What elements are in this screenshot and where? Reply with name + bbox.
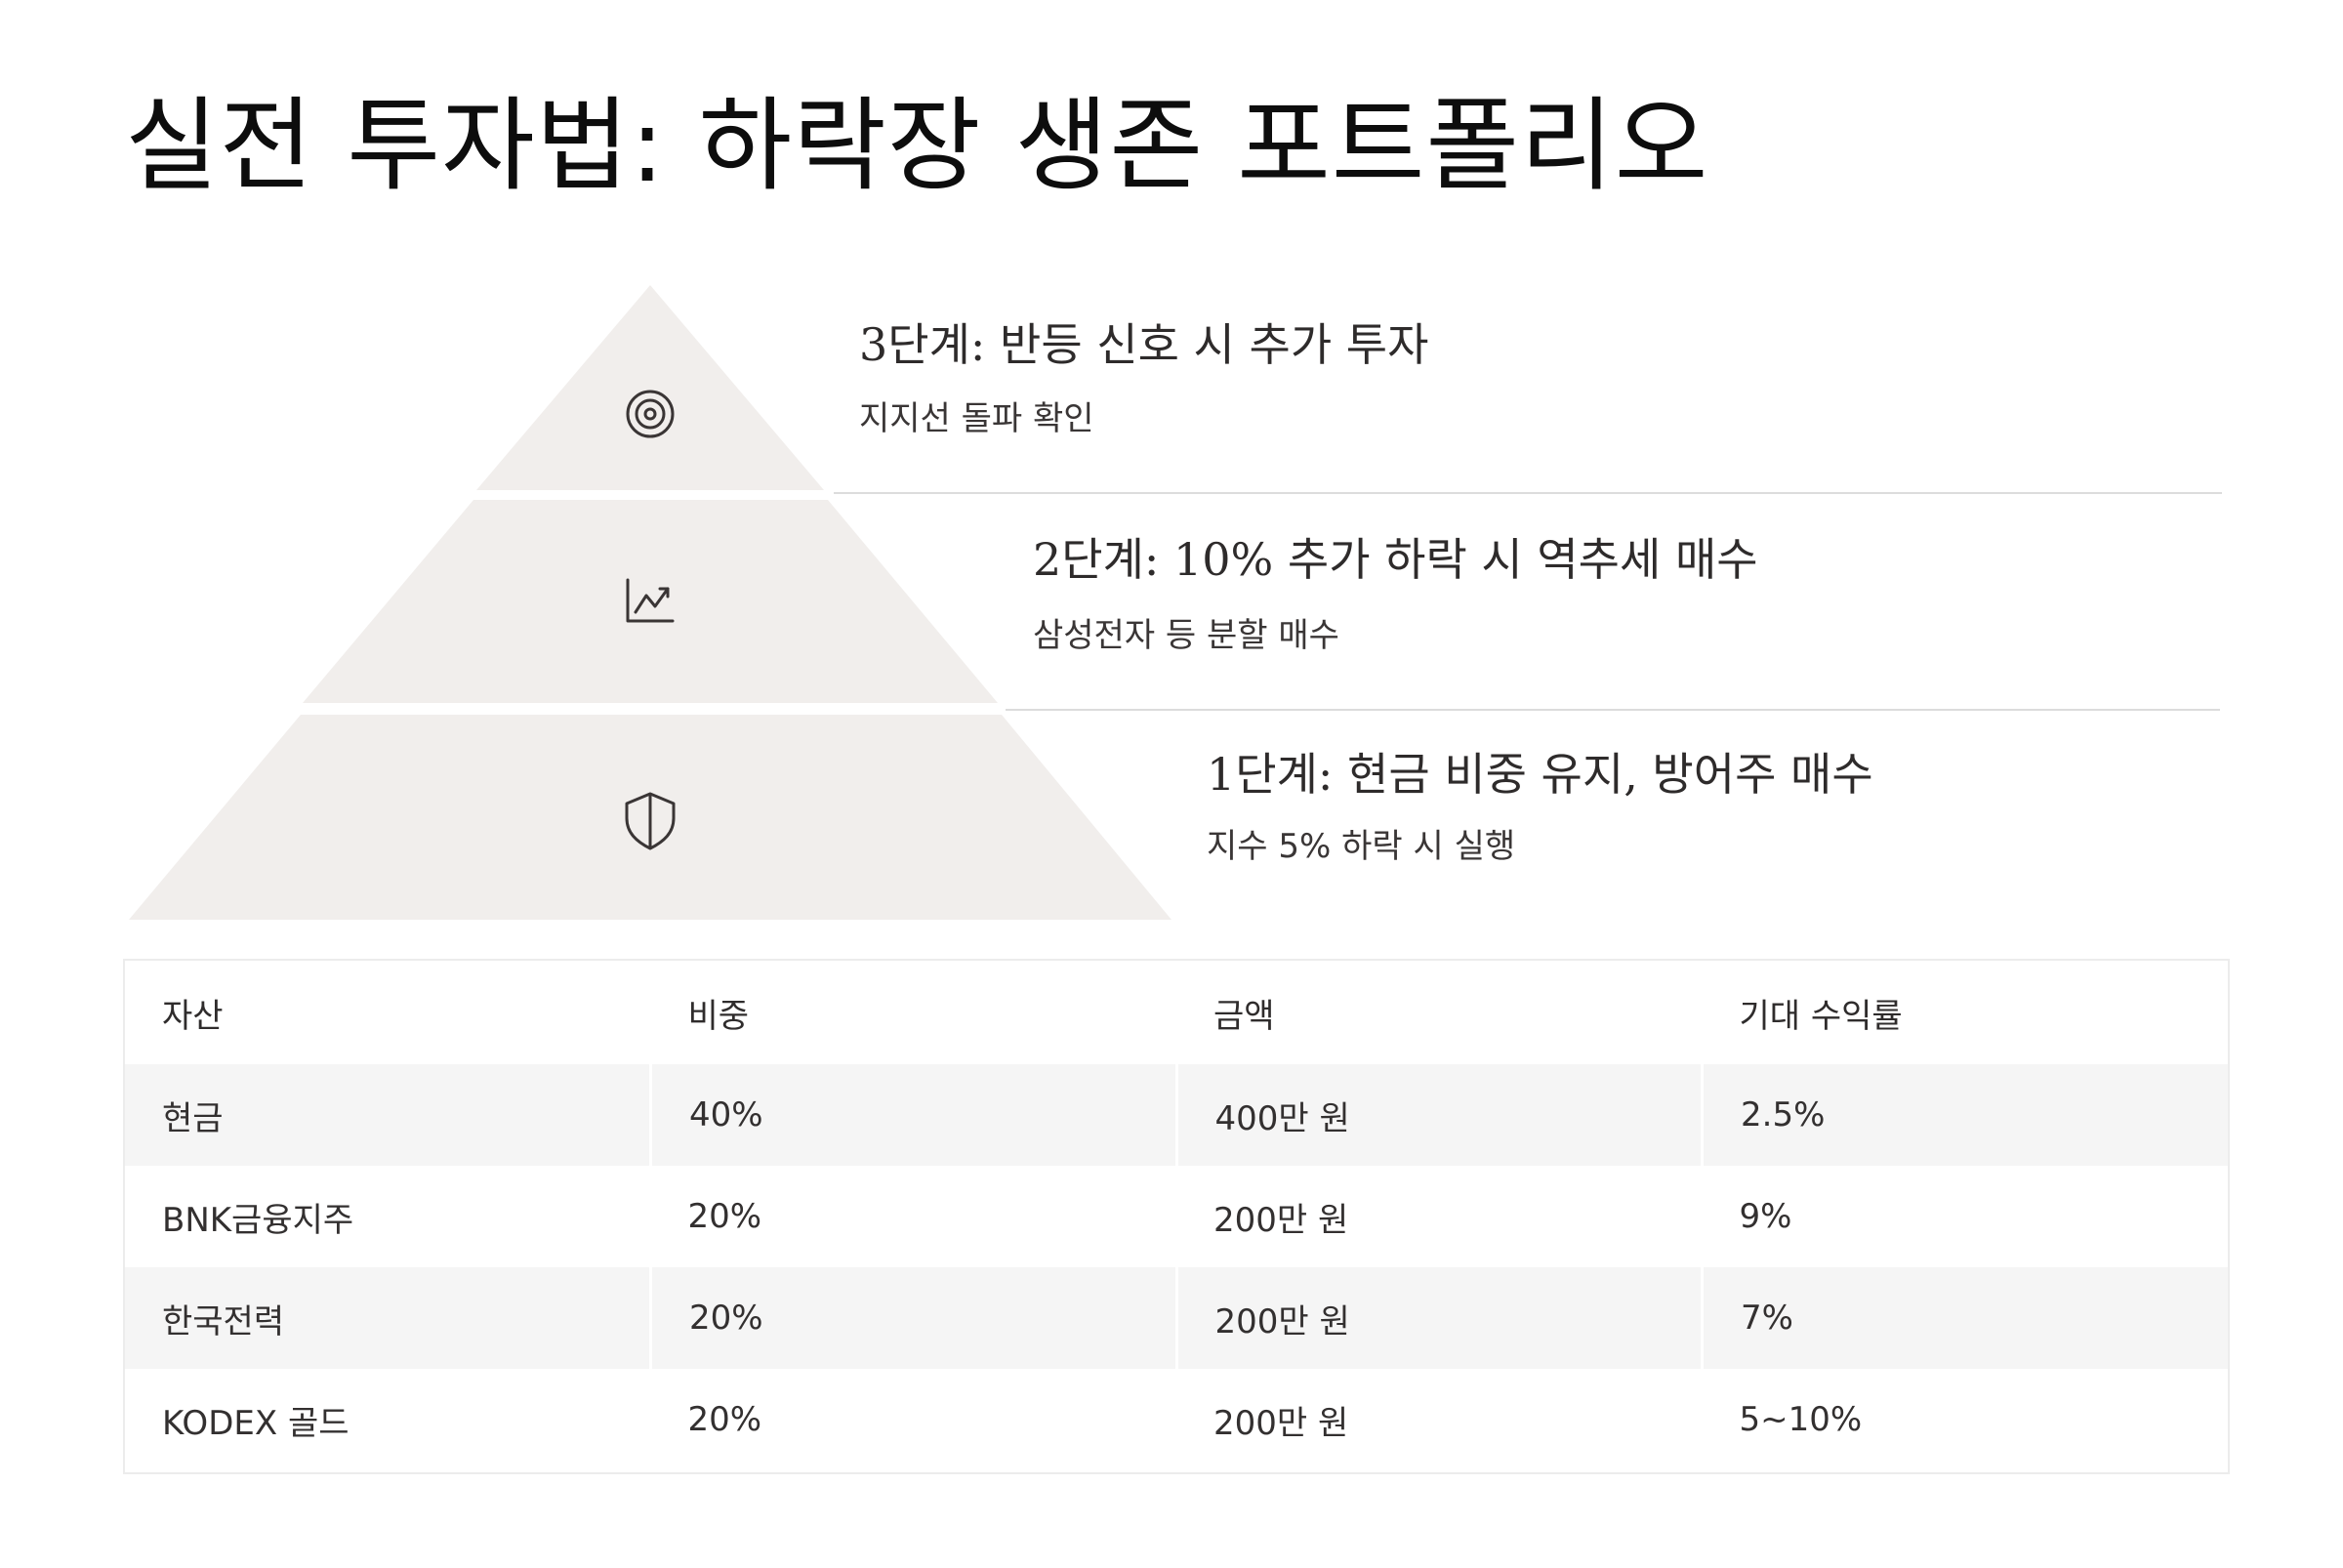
weight-cell: 20%: [649, 1267, 1176, 1369]
tier-divider-top: [834, 492, 2222, 494]
tier-1-heading: 1단계: 현금 비중 유지, 방어주 매수: [1207, 748, 1873, 801]
column-header-weight: 비중: [687, 996, 750, 1036]
return-cell: 7%: [1701, 1267, 2228, 1369]
table-row: 현금 40% 400만 원 2.5%: [125, 1064, 2228, 1166]
column-header-expected-return: 기대 수익률: [1739, 996, 1903, 1036]
tier-2-subtext: 삼성전자 등 분할 매수: [1033, 616, 1339, 656]
return-cell: 2.5%: [1701, 1064, 2228, 1166]
asset-cell: KODEX 골드: [162, 1403, 349, 1443]
return-cell: 5~10%: [1739, 1400, 1863, 1439]
tier-2-heading: 2단계: 10% 추가 하락 시 역추세 매수: [1033, 533, 1758, 586]
amount-cell: 400만 원: [1174, 1064, 1703, 1166]
tier-1-subtext: 지수 5% 하락 시 실행: [1207, 827, 1516, 867]
weight-cell: 20%: [687, 1400, 762, 1439]
asset-cell: 현금: [125, 1064, 651, 1166]
column-header-asset: 자산: [162, 996, 224, 1036]
amount-cell: 200만 원: [1213, 1200, 1349, 1240]
tier-1-text: 1단계: 현금 비중 유지, 방어주 매수 지수 5% 하락 시 실행: [1207, 748, 1873, 867]
weight-cell: 40%: [649, 1064, 1176, 1166]
column-header-amount: 금액: [1213, 996, 1275, 1036]
table-header-row: 자산 비중 금액 기대 수익률: [125, 961, 2228, 1064]
pyramid-diagram: [129, 285, 1172, 920]
pyramid-tier-3: [476, 285, 824, 490]
table-row: 한국전력 20% 200만 원 7%: [125, 1267, 2228, 1369]
table-row: KODEX 골드 20% 200만 원 5~10%: [125, 1369, 2228, 1470]
tier-divider-middle: [1006, 709, 2220, 711]
shield-icon: [625, 792, 676, 850]
tier-3-text: 3단계: 반등 신호 시 추가 투자 지지선 돌파 확인: [859, 318, 1428, 439]
tier-3-subtext: 지지선 돌파 확인: [859, 399, 1094, 439]
weight-cell: 20%: [687, 1197, 762, 1236]
chart-trend-icon: [626, 578, 675, 623]
amount-cell: 200만 원: [1213, 1403, 1349, 1443]
tier-2-text: 2단계: 10% 추가 하락 시 역추세 매수 삼성전자 등 분할 매수: [1033, 533, 1758, 656]
asset-cell: 한국전력: [125, 1267, 651, 1369]
tier-3-heading: 3단계: 반등 신호 시 추가 투자: [859, 318, 1429, 371]
return-cell: 9%: [1739, 1197, 1792, 1236]
portfolio-table: 자산 비중 금액 기대 수익률 현금 40% 400만 원 2.5% BNK금융…: [125, 961, 2228, 1470]
portfolio-table-container: 자산 비중 금액 기대 수익률 현금 40% 400만 원 2.5% BNK금융…: [123, 959, 2230, 1474]
amount-cell: 200만 원: [1174, 1267, 1703, 1369]
target-icon: [626, 390, 675, 438]
table-row: BNK금융지주 20% 200만 원 9%: [125, 1166, 2228, 1267]
page-title: 실전 투자법: 하락장 생존 포트폴리오: [125, 86, 1709, 205]
asset-cell: BNK금융지주: [162, 1200, 354, 1240]
